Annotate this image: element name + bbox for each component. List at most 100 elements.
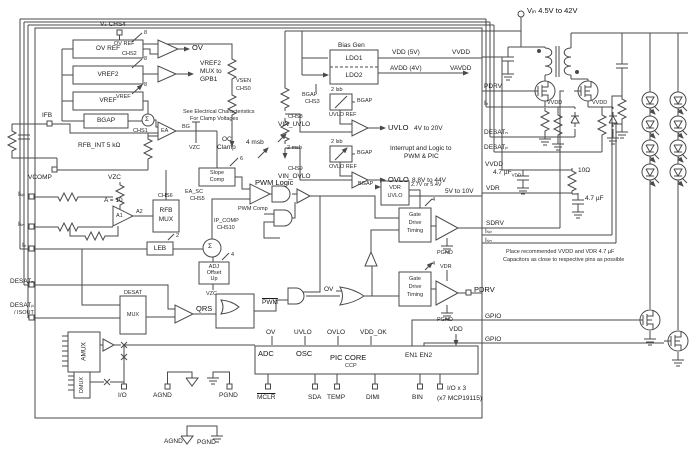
- function-blocks: [67, 39, 479, 399]
- offset-adj-label: Up: [210, 276, 218, 282]
- dac-adjust-arrows: [131, 32, 432, 271]
- rfb-int-label: RFB_INT 5 kΩ: [78, 142, 121, 149]
- avdd-4v-label: AVDD (4V): [390, 65, 422, 72]
- oc-clamp-label: OC: [222, 136, 232, 143]
- gdt-bits-label: 4: [432, 261, 436, 267]
- vdd-label: VDD: [449, 326, 463, 333]
- pgnd-label: PGND: [437, 317, 453, 323]
- chs5-label: CHS5: [190, 196, 205, 202]
- vcomp-pin-label: VCOMP: [28, 174, 52, 181]
- vdd-5v-label: VDD (5V): [392, 49, 420, 56]
- ov-ref-net-label: OV REF: [114, 41, 135, 47]
- vvdd-clamp-label: VVDD: [547, 100, 563, 106]
- placement-note: Place recommended VVDD and VDR 4.7 µF: [506, 249, 615, 255]
- diodes: [570, 111, 618, 128]
- vref2-mux-note: MUX to: [200, 68, 222, 75]
- summing-nodes: [141, 113, 222, 258]
- vs-pin-label: Vₛ CHS4: [100, 21, 126, 28]
- msb4-label: 4 msb: [246, 139, 264, 146]
- cap-value: 4.7 µF: [493, 169, 512, 176]
- sigma-symbol: Σ: [145, 116, 150, 123]
- lsb2-label: 2 lsb: [331, 139, 343, 145]
- pic-ovlo-input-label: OVLO: [327, 329, 346, 336]
- ldo1-label: LDO1: [345, 55, 363, 62]
- vref-net-label: VREF: [116, 94, 131, 100]
- offset-adj-label: ADJ: [208, 264, 220, 270]
- vdr-uvlo-label: UVLO: [387, 193, 403, 199]
- dimi-pin-label: DIMI: [366, 394, 380, 401]
- vdr-uvlo-label: VDR: [389, 185, 401, 191]
- pgnd-symbol-label: PGND: [197, 439, 216, 446]
- agnd-pin-label: AGND: [153, 392, 172, 399]
- osc-label: OSC: [296, 349, 313, 358]
- qrs-label: QRS: [196, 304, 213, 313]
- a1-label: A1: [116, 213, 123, 219]
- offset-adj-label: Offset: [206, 270, 222, 276]
- isout-label: / ISOUT: [14, 310, 34, 316]
- ldo2-label: LDO2: [345, 72, 363, 79]
- desat-mux-label: DESAT: [124, 290, 142, 296]
- ov-ref-dac-label: OV REF: [95, 45, 121, 52]
- rfb-mux-label: MUX: [158, 216, 174, 223]
- vdr-uvlo-threshold-label: 2.7V or 5.4V: [411, 182, 442, 188]
- bgap-arrow-label: BGAP: [357, 150, 373, 156]
- interrupt-note: Interrupt and Logic to: [390, 145, 452, 152]
- bias-gen-title: Bias Gen: [338, 42, 365, 49]
- ip-comp-label: IP_COMP: [214, 218, 239, 224]
- vvdd-cap-label: 4.7 µFVDD: [493, 169, 521, 178]
- vin-ovlo-label: VIN_OVLO: [278, 173, 311, 180]
- ccp-label: CCP: [345, 363, 357, 369]
- ovlo-output-label: OVLO: [388, 175, 409, 184]
- gate-drive-timing-label: Drive: [408, 220, 422, 226]
- ea-label: EA: [161, 128, 169, 134]
- desatn-pin-label: DESATₙ: [10, 278, 34, 285]
- temp-pin-label: TEMP: [327, 394, 346, 401]
- bgap-arrow-label: BGAP: [357, 98, 373, 104]
- ip-net-label: Iₚ: [484, 100, 489, 107]
- bin-pin-label: BIN: [412, 394, 423, 401]
- desatn-net-label: DESATₙ: [484, 129, 508, 136]
- io-pin-label: I/O: [118, 392, 127, 399]
- led-string2-fet: [663, 330, 689, 352]
- vvdd-pin-label: VVDD: [452, 49, 471, 56]
- pwm-comp-label: PWM Comp: [238, 206, 268, 212]
- sda-pin-label: SDA: [308, 394, 322, 401]
- chs10-label: CHS10: [217, 225, 235, 231]
- part-number-note: (x7 MCP19115): [437, 395, 483, 402]
- io-x3-label: I/O x 3: [447, 385, 467, 392]
- gate-drive-timing-label: Timing: [406, 228, 424, 234]
- pdrv-net-label: PDRV: [484, 83, 502, 90]
- ov-output-label: OV: [192, 43, 203, 52]
- gate-drive-timing-label: Timing: [406, 292, 424, 298]
- vdr-net-label: VDR: [486, 185, 500, 192]
- ifb-pin-label: IFB: [42, 112, 53, 119]
- isp-net-label: Iₛₚ: [485, 228, 493, 235]
- uvlo-output-label: UVLO: [388, 123, 409, 132]
- ovlo-range-label: 8.8V to 44V: [412, 177, 446, 184]
- placement-note: Capacitors as close to respective pins a…: [503, 257, 625, 263]
- desatp-net-label: DESATₚ: [484, 144, 508, 151]
- vvdd-clamp-label: VVDD: [592, 100, 608, 106]
- clamp-note: For Clamp Voltages: [190, 116, 239, 122]
- gain-label: A = 10: [104, 197, 123, 204]
- vin-supply-label: Vᵢₙ 4.5V to 42V: [527, 6, 578, 15]
- desat-mux-label: MUX: [126, 312, 140, 318]
- offset-bits-label: 4: [231, 252, 235, 258]
- primary-fet: [530, 80, 556, 102]
- vdr-label: VDR: [440, 264, 452, 270]
- bgap-label: BGAP: [302, 92, 318, 98]
- ov-gate-input-label: OV: [324, 286, 334, 293]
- adc-label: ADC: [258, 349, 274, 358]
- uvlo-ref-label: UVLO REF: [329, 112, 357, 118]
- slope-comp-label: Slope: [209, 170, 225, 176]
- led-strings: [642, 88, 687, 186]
- agnd-symbol-label: AGND: [164, 438, 183, 445]
- vzc-label: VZC: [189, 145, 200, 151]
- vsen-label: VSEN: [236, 78, 251, 84]
- vref2-dac-label: VREF2: [97, 71, 119, 78]
- vvdd-net-label: VVDD: [485, 161, 504, 168]
- pic-uvlo-input-label: UVLO: [294, 329, 312, 336]
- gpio1-net-label: GPIO: [485, 313, 502, 320]
- dac-bits-label: 8: [144, 82, 148, 88]
- vdr-range-label: 5V to 10V: [445, 188, 474, 195]
